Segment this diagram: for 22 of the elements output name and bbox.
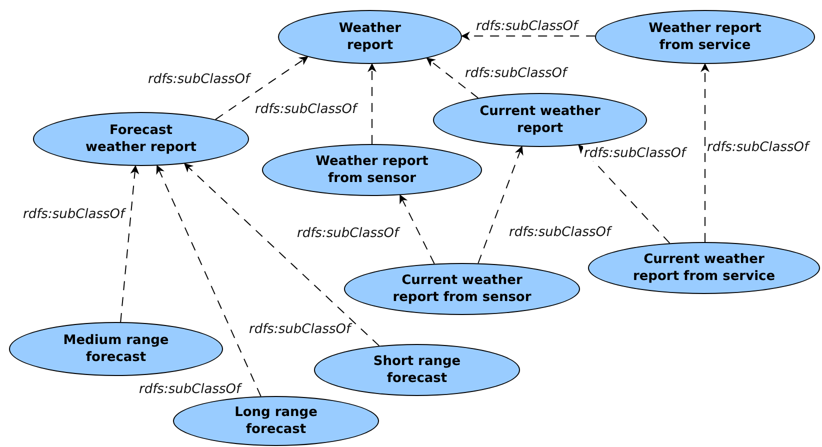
node-label: Weather report [338,20,402,54]
dashed-arrow [156,164,262,397]
dashed-arrow [578,144,670,244]
node-label: Current weather report [479,103,601,137]
dashed-arrow [184,163,380,346]
dashed-arrow [120,165,140,323]
dashed-arrow [400,194,435,264]
node-label: Short range forecast [372,353,462,387]
edge-label: rdfs:subClassOf [583,146,687,161]
node-label: Weather report from sensor [314,153,430,187]
dashed-arrow [426,58,479,98]
dashed-arrow [368,63,376,144]
node-label: Medium range forecast [62,332,170,366]
node-label: Weather report from service [648,20,762,54]
dashed-arrow [478,146,524,264]
node-label: Current weather report from sensor [392,272,532,306]
dashed-arrow [215,56,308,120]
node-label: Long range forecast [234,404,318,438]
dashed-arrow [700,63,710,242]
node-label: Current weather report from service [632,251,776,285]
node-label: Forecast weather report [84,122,198,156]
dashed-arrow [461,32,596,40]
